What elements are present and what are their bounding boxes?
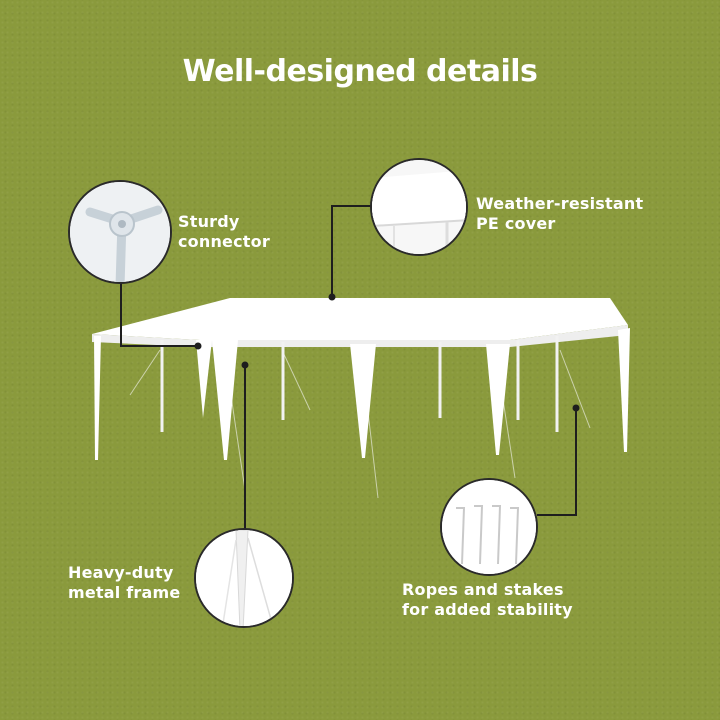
connector-icon — [70, 182, 170, 282]
page-title: Well-designed details — [182, 54, 538, 89]
stakes-label: Ropes and stakes for added stability — [402, 580, 573, 619]
connector-detail-circle — [68, 180, 172, 284]
stakes-icon — [442, 480, 536, 574]
stakes-detail-circle — [440, 478, 538, 576]
cover-label: Weather-resistant PE cover — [476, 194, 644, 233]
cover-icon — [372, 160, 466, 254]
connector-label: Sturdy connector — [178, 212, 270, 251]
frame-label: Heavy-duty metal frame — [68, 563, 181, 602]
frame-detail-circle — [194, 528, 294, 628]
frame-leg-icon — [196, 530, 292, 626]
cover-detail-circle — [370, 158, 468, 256]
